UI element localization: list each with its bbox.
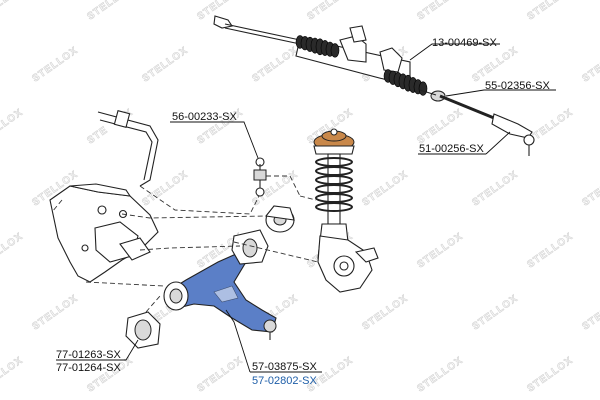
watermark-text: STELLOX <box>140 45 190 84</box>
tie-rod-end <box>491 113 535 156</box>
watermark-text: STELLOX <box>470 45 520 84</box>
watermark-text: STELLOX <box>580 45 600 84</box>
watermark-text: STELLOX <box>250 45 300 84</box>
watermark-text: STELLOX <box>470 169 520 208</box>
steering-knuckle <box>317 235 379 293</box>
stabilizer-link <box>253 157 267 197</box>
control-arm <box>169 245 277 340</box>
coil-spring <box>315 157 353 212</box>
watermark-text: STELLOX <box>470 293 520 332</box>
label-tie-rod: 55-02356-SX <box>485 80 550 92</box>
watermark-text: STELLOX <box>415 0 465 22</box>
watermark-text: STELLOX <box>305 0 355 22</box>
watermark-text: STELLOX <box>360 293 410 332</box>
watermark-text: STELLOX <box>85 0 135 22</box>
label-control-arm-b: 57-02802-SX <box>252 375 317 387</box>
steering-rack-boot-left <box>295 35 340 58</box>
watermark-text: STELLOX <box>415 107 465 146</box>
label-control-arm-a: 57-03875-SX <box>252 361 317 373</box>
label-bushing-b: 77-01264-SX <box>56 362 121 374</box>
watermark-text: STELLOX <box>0 231 25 270</box>
label-stabilizer-link: 56-00233-SX <box>172 111 237 123</box>
watermark-text: STELLOX <box>30 293 80 332</box>
tie-rod <box>419 89 495 120</box>
front-bushing <box>163 281 189 311</box>
watermark-text: STELLOX <box>0 107 25 146</box>
watermark-text: STELLOX <box>360 169 410 208</box>
watermark-text: STELLOX <box>30 45 80 84</box>
subframe <box>49 183 159 283</box>
arm-bushing-detached <box>125 311 161 349</box>
watermark-text: STELLOX <box>415 231 465 270</box>
watermark-text: STELLOX <box>0 355 25 394</box>
stabilizer-bar <box>97 110 263 215</box>
watermark-text: STELLOX <box>525 355 575 394</box>
watermark-text: STELLOX <box>415 355 465 394</box>
leader-lines <box>56 43 556 373</box>
assembly-lines <box>51 175 319 313</box>
rear-bushing-top <box>264 205 295 233</box>
label-steering-rack: 13-00469-SX <box>432 37 497 49</box>
label-bushing-a: 77-01263-SX <box>56 349 121 361</box>
watermark-text: STELLOX <box>195 355 245 394</box>
watermark-text: STELLOX <box>580 293 600 332</box>
watermark-text: STELLOX <box>580 169 600 208</box>
watermark-text: STELLOX <box>0 0 25 22</box>
label-tie-rod-end: 51-00256-SX <box>419 143 484 155</box>
watermark-text: STELLOX <box>525 0 575 22</box>
rear-bushing-upper <box>231 229 269 265</box>
watermark-text: STELLOX <box>525 231 575 270</box>
